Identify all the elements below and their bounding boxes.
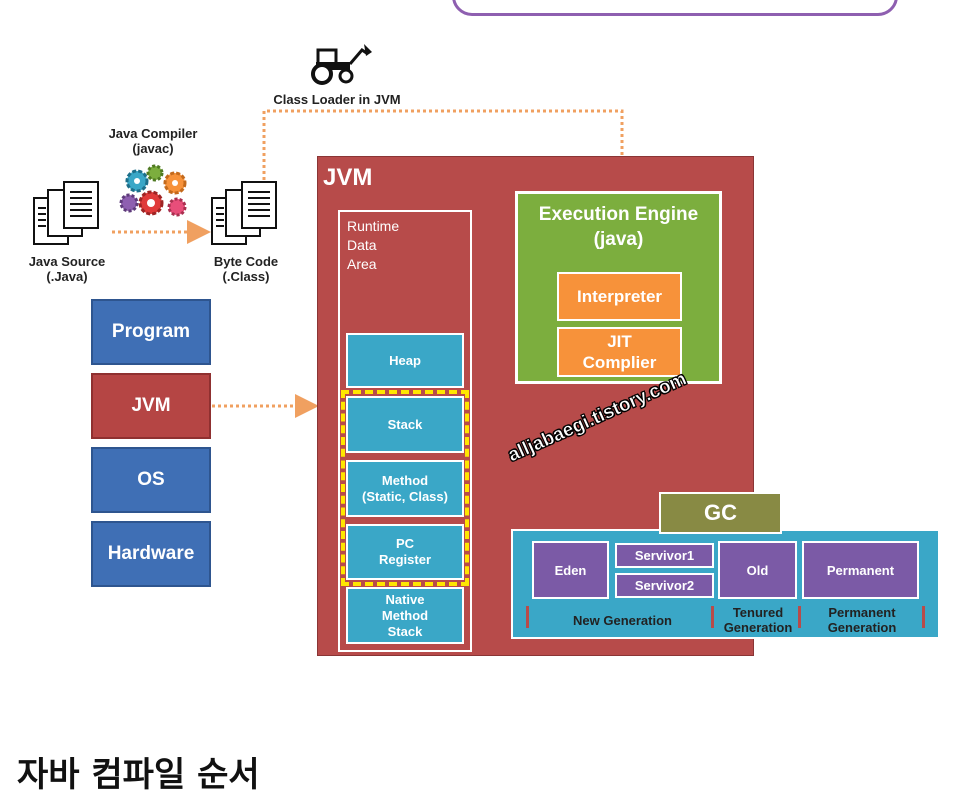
native-method-stack-cell: Native Method Stack bbox=[346, 587, 464, 644]
heap-cell: Heap bbox=[346, 333, 464, 388]
runtime-area-label: Runtime Data Area bbox=[347, 218, 400, 272]
jvm-title: JVM bbox=[323, 164, 373, 191]
new-generation-label: New Generation bbox=[573, 613, 672, 628]
runtime-data-area bbox=[338, 210, 472, 652]
old-box: Old bbox=[718, 541, 797, 599]
source-label: Java Source (.Java) bbox=[28, 254, 106, 284]
per-thread-highlight bbox=[341, 390, 469, 586]
compiler-label: Java Compiler (javac) bbox=[108, 126, 198, 156]
permanent-box: Permanent bbox=[802, 541, 919, 599]
bytecode-document-icon bbox=[211, 181, 277, 245]
gc-title: GC bbox=[659, 492, 782, 534]
survivor1-box: Servivor1 bbox=[615, 543, 714, 568]
execution-engine-title: Execution Engine (java) bbox=[538, 204, 699, 250]
jit-compiler-box: JIT Complier bbox=[557, 327, 682, 377]
page-heading: 자바 컴파일 순서 bbox=[17, 755, 260, 795]
tractor-icon bbox=[311, 44, 372, 85]
layer-hardware: Hardware bbox=[91, 521, 211, 587]
generation-divider bbox=[798, 606, 801, 628]
stack-cell: Stack bbox=[346, 396, 464, 453]
interpreter-box: Interpreter bbox=[557, 272, 682, 321]
generation-divider bbox=[711, 606, 714, 628]
layer-jvm: JVM bbox=[91, 373, 211, 439]
bytecode-label: Byte Code (.Class) bbox=[213, 254, 279, 284]
method-area-cell: Method (Static, Class) bbox=[346, 460, 464, 517]
eden-box: Eden bbox=[532, 541, 609, 599]
pc-register-cell: PC Register bbox=[346, 524, 464, 580]
layer-os: OS bbox=[91, 447, 211, 513]
gears-icon bbox=[119, 164, 187, 217]
layer-program: Program bbox=[91, 299, 211, 365]
class-loader-label: Class Loader in JVM bbox=[273, 92, 401, 107]
generation-divider bbox=[526, 606, 529, 628]
class-loader-arrow bbox=[262, 109, 634, 192]
generation-divider bbox=[922, 606, 925, 628]
survivor2-box: Servivor2 bbox=[615, 573, 714, 598]
permanent-generation-label: Permanent Generation bbox=[827, 605, 897, 635]
tenured-generation-label: Tenured Generation bbox=[723, 605, 793, 635]
source-document-icon bbox=[33, 181, 99, 245]
